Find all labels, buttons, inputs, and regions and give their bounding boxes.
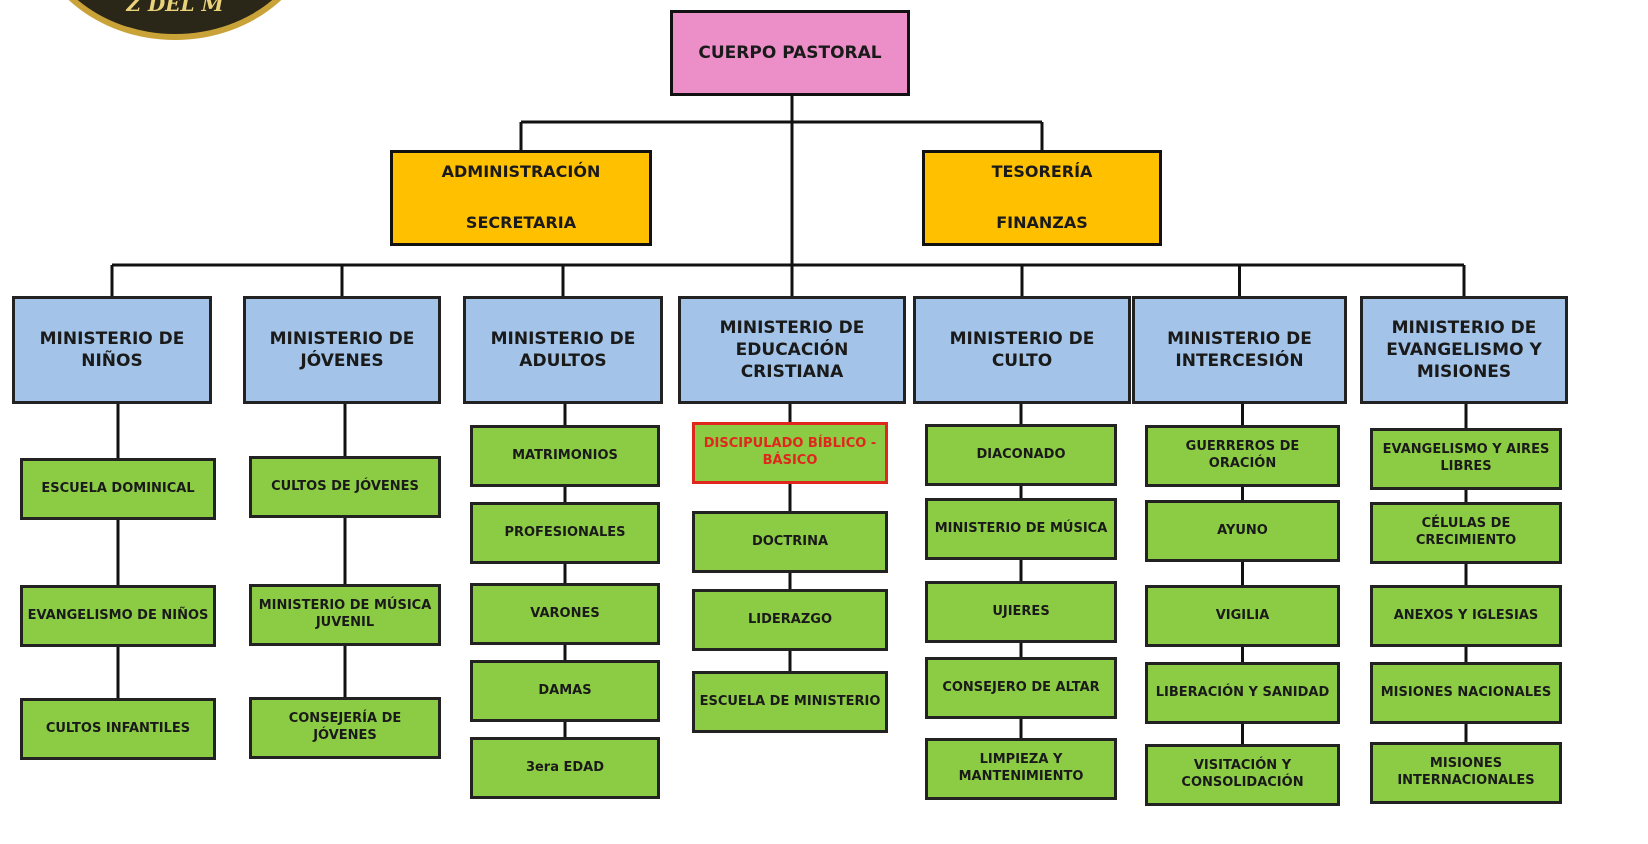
subitem-label: MATRIMONIOS xyxy=(512,447,618,463)
ministry-title: MINISTERIO DE CULTO xyxy=(949,328,1095,371)
subitem-label: CONSEJERÍA DE JÓVENES xyxy=(288,711,402,743)
ministry-title: MINISTERIO DE EVANGELISMO Y MISIONES xyxy=(1386,317,1542,383)
subitem-box: LIDERAZGO xyxy=(692,589,888,651)
subitem-box: EVANGELISMO DE NIÑOS xyxy=(20,585,216,647)
subitem-label: CONSEJERO DE ALTAR xyxy=(942,679,1100,695)
subitem-label: ANEXOS Y IGLESIAS xyxy=(1393,607,1539,623)
subitem-label: DAMAS xyxy=(538,682,592,698)
cuerpo-pastoral-label: CUERPO PASTORAL xyxy=(698,42,882,63)
cuerpo-pastoral-box: CUERPO PASTORAL xyxy=(670,10,910,96)
subitem-label: VIGILIA xyxy=(1215,607,1270,623)
subitem-label: DIACONADO xyxy=(976,446,1066,462)
subitem-box: DIACONADO xyxy=(925,424,1117,486)
subitem-box: DAMAS xyxy=(470,660,660,722)
ministry-title: MINISTERIO DE INTERCESIÓN xyxy=(1167,328,1312,371)
subitem-box: MISIONES NACIONALES xyxy=(1370,662,1562,724)
subitem-box: CONSEJERO DE ALTAR xyxy=(925,657,1117,719)
finanzas-label: FINANZAS xyxy=(996,213,1088,232)
ministry-box: MINISTERIO DE INTERCESIÓN xyxy=(1132,296,1347,404)
subitem-label: 3era EDAD xyxy=(525,759,605,775)
ministry-title: MINISTERIO DE NIÑOS xyxy=(39,328,185,371)
subitem-label: EVANGELISMO Y AIRES LIBRES xyxy=(1382,442,1550,474)
subitem-label: EVANGELISMO DE NIÑOS xyxy=(27,607,209,623)
subitem-label: UJIERES xyxy=(992,603,1050,619)
logo-text: Z DEL M xyxy=(126,0,224,16)
administracion-box: ADMINISTRACIÓN SECRETARIA xyxy=(390,150,652,246)
subitem-box: ESCUELA DE MINISTERIO xyxy=(692,671,888,733)
subitem-label: GUERREROS DE ORACIÓN xyxy=(1185,439,1300,471)
subitem-box: CÉLULAS DE CRECIMIENTO xyxy=(1370,502,1562,564)
subitem-box: EVANGELISMO Y AIRES LIBRES xyxy=(1370,428,1562,490)
subitem-label: MISIONES NACIONALES xyxy=(1380,684,1552,700)
subitem-box: ANEXOS Y IGLESIAS xyxy=(1370,585,1562,647)
subitem-label: AYUNO xyxy=(1217,522,1268,538)
ministry-box: MINISTERIO DE JÓVENES xyxy=(243,296,441,404)
tesoreria-label: TESORERÍA xyxy=(991,162,1093,182)
subitem-label: DISCIPULADO BÍBLICO - BÁSICO xyxy=(703,436,877,468)
subitem-label: MISIONES INTERNACIONALES xyxy=(1397,756,1535,788)
subitem-box: MINISTERIO DE MÚSICA xyxy=(925,498,1117,560)
subitem-box: CONSEJERÍA DE JÓVENES xyxy=(249,697,441,759)
subitem-box: GUERREROS DE ORACIÓN xyxy=(1145,425,1340,487)
subitem-label: PROFESIONALES xyxy=(504,524,626,540)
subitem-label: LIMPIEZA Y MANTENIMIENTO xyxy=(958,752,1084,784)
subitem-label: CULTOS DE JÓVENES xyxy=(271,478,419,494)
ministry-box: MINISTERIO DE EDUCACIÓN CRISTIANA xyxy=(678,296,906,404)
subitem-box: MINISTERIO DE MÚSICA JUVENIL xyxy=(249,584,441,646)
ministry-box: MINISTERIO DE CULTO xyxy=(913,296,1131,404)
subitem-label: VISITACIÓN Y CONSOLIDACIÓN xyxy=(1181,758,1304,790)
subitem-label: MINISTERIO DE MÚSICA xyxy=(934,520,1108,536)
subitem-label: LIDERAZGO xyxy=(747,611,832,627)
subitem-box: VISITACIÓN Y CONSOLIDACIÓN xyxy=(1145,744,1340,806)
ministry-box: MINISTERIO DE EVANGELISMO Y MISIONES xyxy=(1360,296,1568,404)
subitem-label: DOCTRINA xyxy=(751,533,829,549)
ministry-box: MINISTERIO DE ADULTOS xyxy=(463,296,663,404)
ministry-box: MINISTERIO DE NIÑOS xyxy=(12,296,212,404)
subitem-box: CULTOS INFANTILES xyxy=(20,698,216,760)
subitem-box: VIGILIA xyxy=(1145,585,1340,647)
subitem-box: 3era EDAD xyxy=(470,737,660,799)
subitem-label: ESCUELA DE MINISTERIO xyxy=(699,693,881,709)
highlighted-subitem-box: DISCIPULADO BÍBLICO - BÁSICO xyxy=(692,422,888,484)
subitem-label: ESCUELA DOMINICAL xyxy=(41,480,195,496)
ministry-title: MINISTERIO DE ADULTOS xyxy=(490,328,636,371)
ministry-title: MINISTERIO DE EDUCACIÓN CRISTIANA xyxy=(719,317,865,383)
subitem-box: CULTOS DE JÓVENES xyxy=(249,456,441,518)
subitem-label: LIBERACIÓN Y SANIDAD xyxy=(1155,684,1330,700)
secretaria-label: SECRETARIA xyxy=(465,213,577,232)
subitem-box: VARONES xyxy=(470,583,660,645)
subitem-box: LIMPIEZA Y MANTENIMIENTO xyxy=(925,738,1117,800)
subitem-box: AYUNO xyxy=(1145,500,1340,562)
tesoreria-box: TESORERÍA FINANZAS xyxy=(922,150,1162,246)
subitem-label: CULTOS INFANTILES xyxy=(45,720,191,736)
subitem-box: DOCTRINA xyxy=(692,511,888,573)
subitem-box: MISIONES INTERNACIONALES xyxy=(1370,742,1562,804)
administracion-label: ADMINISTRACIÓN xyxy=(441,162,601,182)
subitem-label: CÉLULAS DE CRECIMIENTO xyxy=(1415,516,1517,548)
subitem-box: MATRIMONIOS xyxy=(470,425,660,487)
subitem-box: ESCUELA DOMINICAL xyxy=(20,458,216,520)
subitem-label: MINISTERIO DE MÚSICA JUVENIL xyxy=(258,598,432,630)
subitem-box: PROFESIONALES xyxy=(470,502,660,564)
subitem-label: VARONES xyxy=(530,605,600,621)
ministry-title: MINISTERIO DE JÓVENES xyxy=(269,328,415,371)
subitem-box: LIBERACIÓN Y SANIDAD xyxy=(1145,662,1340,724)
subitem-box: UJIERES xyxy=(925,581,1117,643)
